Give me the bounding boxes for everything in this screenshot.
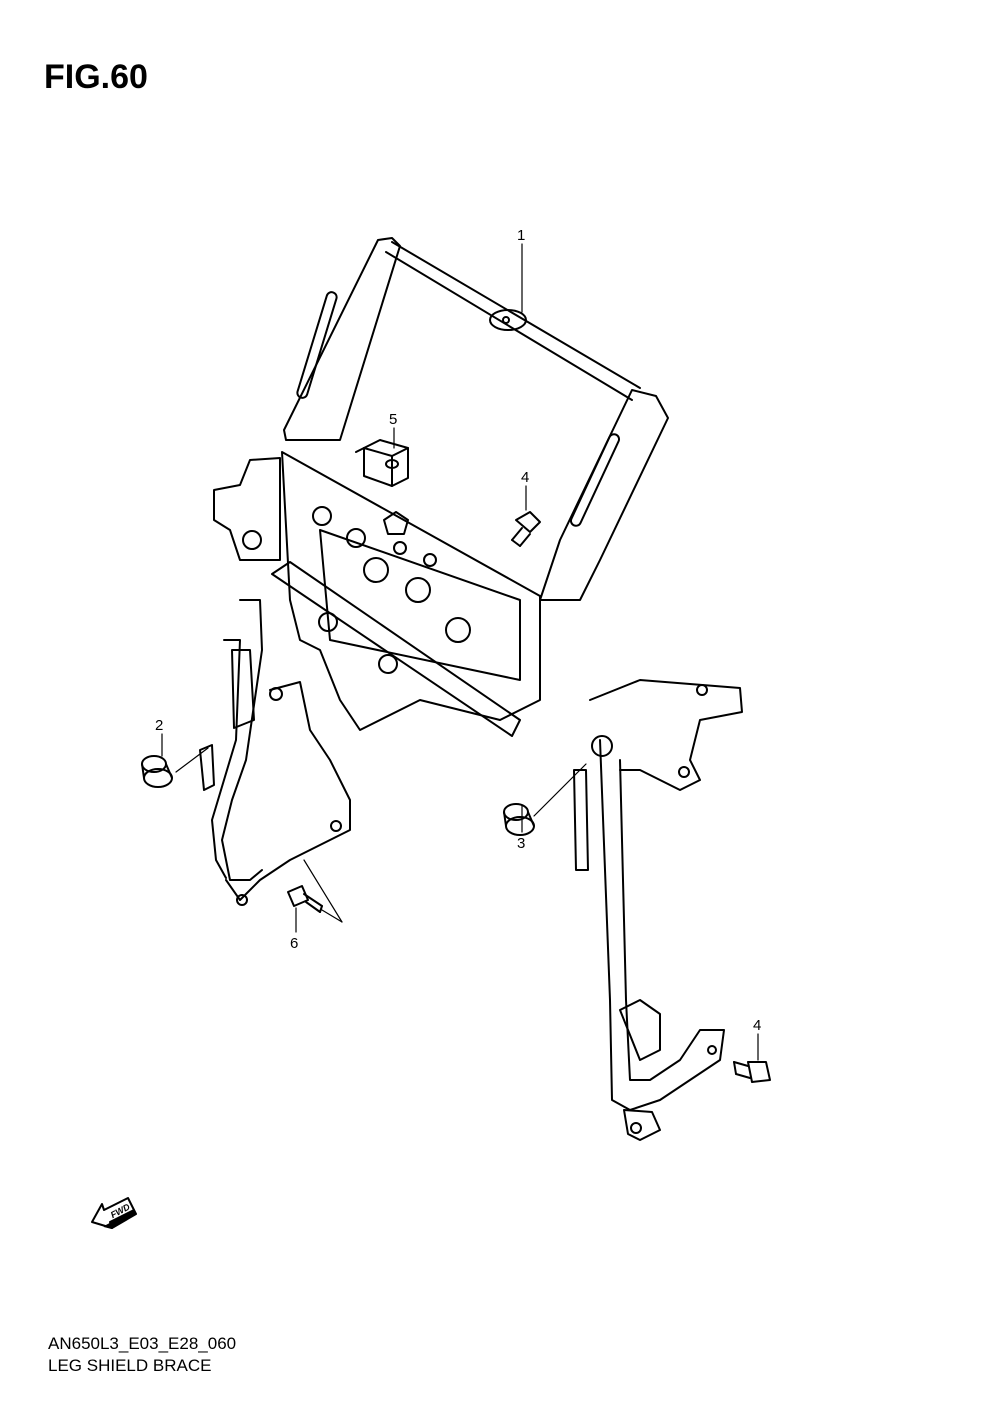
callout-2: 2	[155, 717, 163, 734]
callout-6: 6	[290, 935, 298, 952]
callout-5: 5	[389, 411, 397, 428]
callout-4b: 4	[753, 1017, 761, 1034]
bolt-upper-part	[511, 511, 541, 547]
leader-lines	[161, 243, 759, 1061]
forward-arrow-icon: FWD	[91, 1197, 137, 1229]
upper-frame-part	[283, 237, 669, 601]
cushion-block-part	[355, 439, 409, 487]
figure-title: FIG.60	[44, 58, 148, 96]
left-lower-brace	[199, 599, 351, 906]
grommet-left-part	[141, 755, 173, 788]
central-frame-body	[213, 451, 541, 737]
right-lower-brace	[573, 679, 743, 1141]
figure-name: LEG SHIELD BRACE	[48, 1356, 212, 1375]
bolt-six-part	[287, 885, 323, 913]
figure-code: AN650L3_E03_E28_060	[48, 1334, 237, 1353]
bolt-lower-part	[733, 1061, 771, 1083]
callout-3: 3	[517, 835, 525, 852]
callout-4a: 4	[521, 469, 529, 486]
grommet-right-part	[503, 803, 535, 836]
callout-1: 1	[517, 227, 525, 244]
